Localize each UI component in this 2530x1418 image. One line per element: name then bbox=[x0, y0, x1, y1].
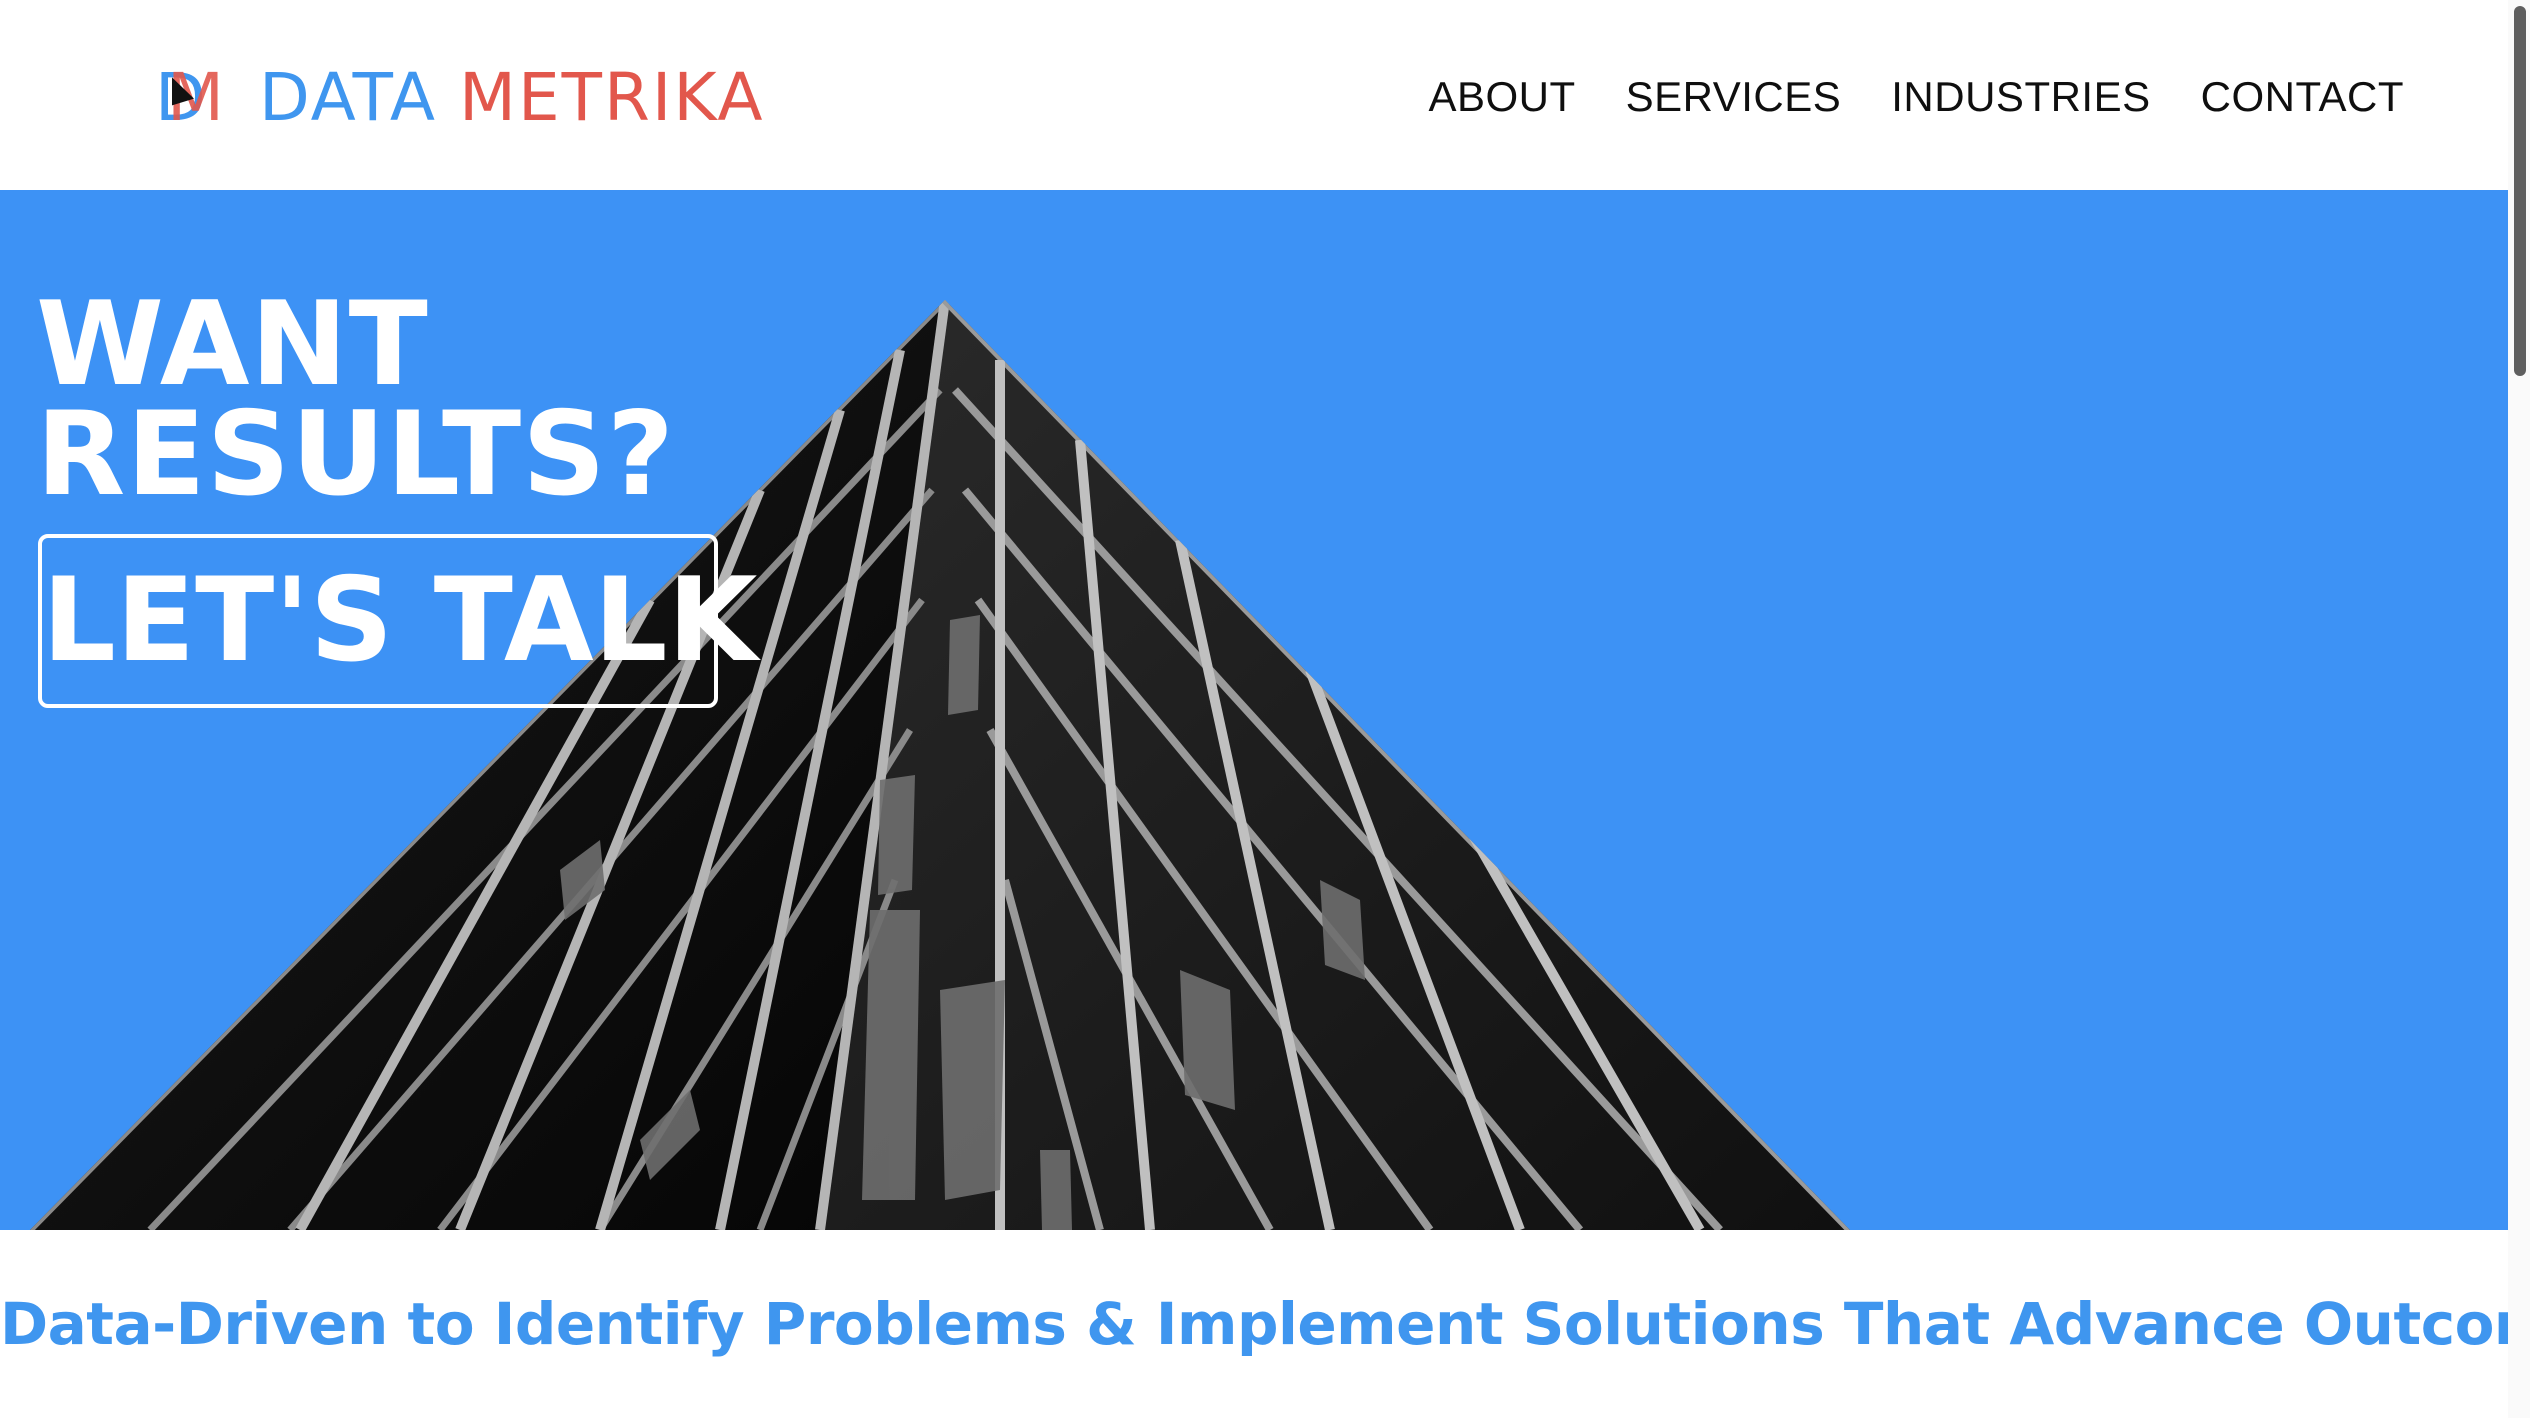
logo-word-data: DATA bbox=[259, 59, 438, 136]
hero-banner: WANT RESULTS? LET'S TALK bbox=[0, 190, 2508, 1230]
scrollbar-thumb[interactable] bbox=[2514, 6, 2526, 376]
main-nav: ABOUT SERVICES INDUSTRIES CONTACT bbox=[1428, 72, 2404, 122]
nav-about[interactable]: ABOUT bbox=[1428, 73, 1576, 120]
headline-line-1: WANT bbox=[36, 277, 429, 412]
building-image bbox=[30, 300, 1850, 1230]
nav-industries[interactable]: INDUSTRIES bbox=[1891, 73, 2151, 120]
logo-word-metrika: METRIKA bbox=[459, 59, 765, 136]
tagline: Data-Driven to Identify Problems & Imple… bbox=[0, 1290, 2530, 1358]
page-scrollbar[interactable] bbox=[2508, 0, 2530, 1418]
nav-services[interactable]: SERVICES bbox=[1625, 73, 1842, 120]
hero-headline: WANT RESULTS? bbox=[36, 277, 675, 522]
lets-talk-button[interactable]: LET'S TALK bbox=[38, 534, 757, 708]
headline-line-2: RESULTS? bbox=[36, 387, 675, 522]
nav-contact[interactable]: CONTACT bbox=[2200, 73, 2404, 120]
